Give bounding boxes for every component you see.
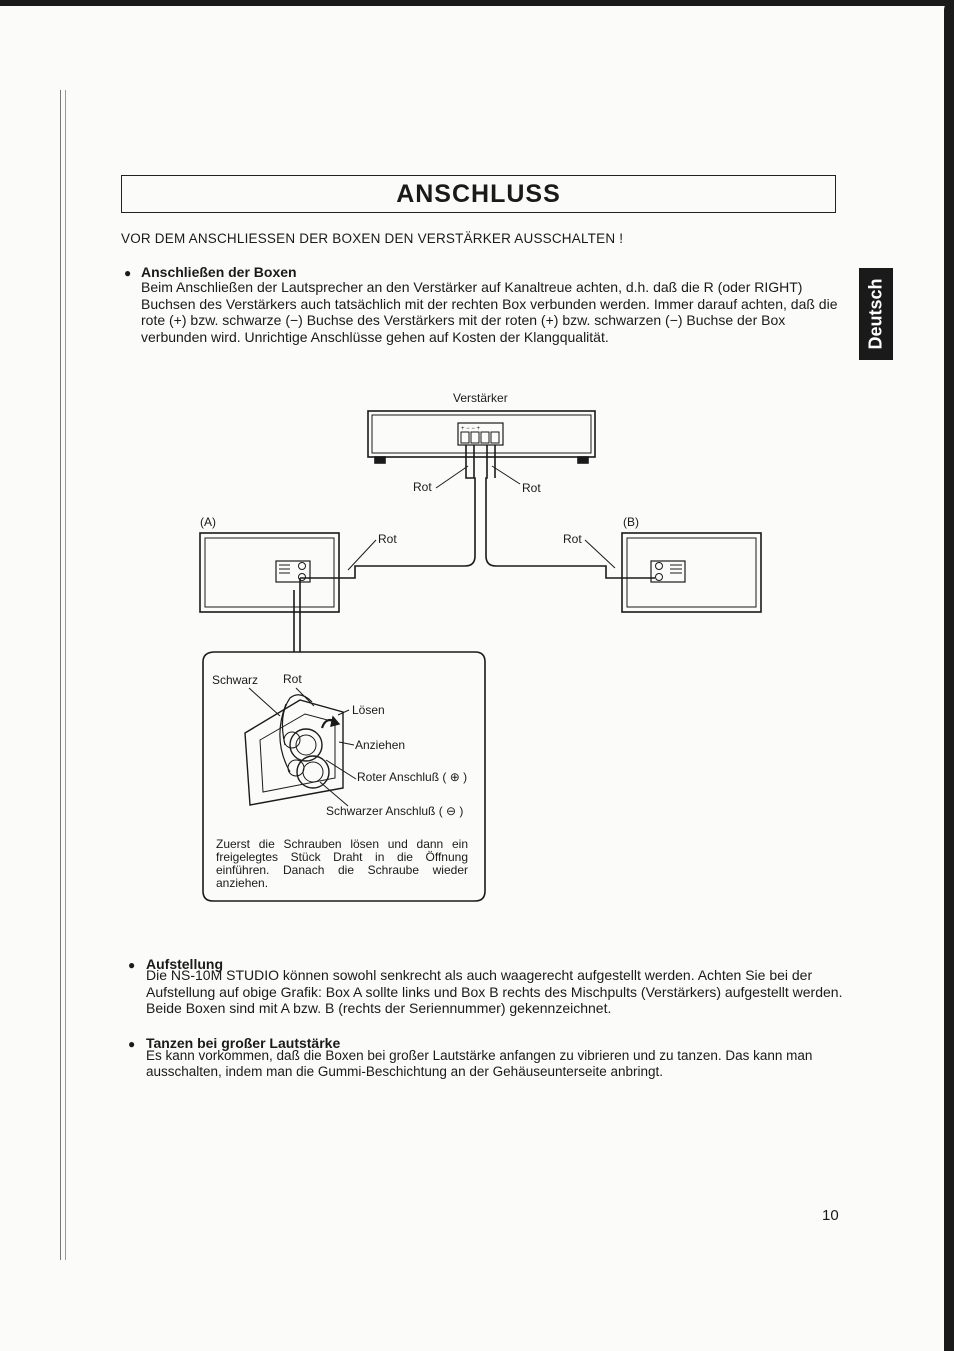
- section-heading-connect: Anschließen der Boxen: [141, 264, 297, 280]
- amp-rot-left-label: Rot: [413, 480, 432, 494]
- detail-schwarz-label: Schwarz: [212, 673, 258, 687]
- speaker-box-a: [199, 532, 340, 613]
- bullet-icon: ●: [128, 1037, 136, 1051]
- detail-caption: Zuerst die Schrauben lösen und dann ein …: [216, 837, 468, 890]
- page-title: ANSCHLUSS: [121, 175, 836, 213]
- section-text-connect: Beim Anschließen der Lautsprecher an den…: [141, 279, 838, 345]
- box-b-rot-label: Rot: [563, 532, 582, 546]
- bullet-icon: ●: [128, 958, 136, 972]
- box-b-label: (B): [623, 515, 639, 529]
- terminal-illustration: [244, 694, 344, 806]
- box-a-label: (A): [200, 515, 216, 529]
- roter-anschluss-label: Roter Anschluß ( ⊕ ): [357, 770, 467, 784]
- anziehen-label: Anziehen: [355, 738, 405, 752]
- page-edge-right: [944, 0, 954, 1351]
- page-edge-top: [0, 0, 954, 6]
- speaker-cables: [293, 445, 655, 652]
- section-heading-placement: Aufstellung: [146, 956, 223, 972]
- section-text-volume: Es kann vorkommen, daß die Boxen bei gro…: [146, 1048, 813, 1079]
- bullet-icon: ●: [124, 266, 132, 280]
- loesen-label: Lösen: [352, 703, 385, 717]
- page-number: 10: [822, 1207, 839, 1224]
- amp-rot-right-label: Rot: [522, 481, 541, 495]
- speaker-box-b: [621, 532, 762, 613]
- amp-terminal-signs: + − − +: [461, 426, 481, 432]
- schwarzer-anschluss-label: Schwarzer Anschluß ( ⊖ ): [326, 804, 463, 818]
- warning-text: VOR DEM ANSCHLIESSEN DER BOXEN DEN VERST…: [121, 231, 624, 246]
- detail-callout-frame: [202, 651, 486, 902]
- detail-rot-label: Rot: [283, 672, 302, 686]
- language-tab-label: Deutsch: [865, 278, 886, 350]
- section-text-placement: Die NS-10M STUDIO können sowohl senkrech…: [146, 967, 843, 1016]
- box-a-rot-label: Rot: [378, 532, 397, 546]
- section-heading-volume: Tanzen bei großer Lautstärke: [146, 1035, 341, 1051]
- language-tab: Deutsch: [859, 268, 893, 360]
- amplifier-label: Verstärker: [453, 391, 508, 405]
- amplifier-illustration: [367, 410, 596, 464]
- connection-diagram: Verstärker + − − + Rot Rot (A) Rot: [199, 391, 762, 902]
- binding-margin: [60, 90, 66, 1260]
